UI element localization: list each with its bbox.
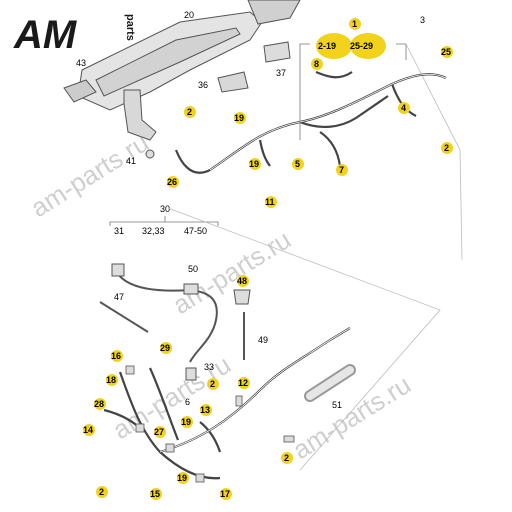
callout-8: 8 [314, 59, 319, 69]
connector-50 [183, 283, 199, 295]
bubble-1 [349, 18, 361, 30]
callout-19a: 19 [234, 113, 244, 123]
lower-wiring-harness-inner [159, 327, 351, 453]
callout-25: 25 [441, 47, 451, 57]
callout-19b: 19 [249, 159, 259, 169]
callout-26: 26 [167, 177, 177, 187]
watermark-2: am-parts.ru [167, 224, 296, 320]
callout-4: 4 [401, 103, 406, 113]
bubble-2-19 [316, 33, 352, 59]
callout-2d: 2 [99, 487, 104, 497]
logo-main: AM [13, 13, 78, 57]
callout-11: 11 [265, 197, 275, 207]
callout-2e: 2 [284, 453, 289, 463]
callout-41: 41 [126, 156, 136, 166]
watermark-3: am-parts.ru [107, 349, 236, 445]
callout-32-33: 32,33 [142, 226, 165, 236]
bolt-41 [145, 149, 155, 159]
callout-16: 16 [111, 351, 121, 361]
callout-7: 7 [339, 165, 344, 175]
bubble-25-29 [350, 33, 386, 59]
watermark-4: am-parts.ru [287, 369, 416, 465]
callout-15: 15 [150, 489, 160, 499]
callout-33: 33 [204, 362, 214, 372]
callout-18: 18 [106, 375, 116, 385]
callout-36: 36 [198, 80, 208, 90]
part-37 [263, 41, 291, 63]
protective-tube-51 [304, 364, 356, 402]
callout-47-50: 47-50 [184, 226, 207, 236]
am-parts-logo: AM parts [13, 13, 136, 57]
callout-2a: 2 [187, 107, 192, 117]
callout-13: 13 [200, 405, 210, 415]
callout-29: 29 [160, 343, 170, 353]
callout-30: 30 [160, 204, 170, 214]
lower-connectors [125, 365, 295, 483]
upper-wiring-harness-inner [209, 73, 447, 171]
callout-50: 50 [188, 264, 198, 274]
connector-31 [111, 263, 125, 277]
callout-2c: 2 [210, 379, 215, 389]
harness-group-label: 1 2-19 25-29 [299, 18, 463, 261]
callout-43: 43 [76, 58, 86, 68]
callout-12: 12 [238, 378, 248, 388]
logo-sub: parts [124, 14, 136, 41]
callout-6: 6 [185, 397, 190, 407]
upper-wiring-harness [174, 70, 447, 174]
callout-47: 47 [114, 292, 124, 302]
callout-20: 20 [184, 10, 194, 20]
callout-2b: 2 [444, 143, 449, 153]
callout-27: 27 [154, 427, 164, 437]
callout-5: 5 [295, 159, 300, 169]
callout-2-19: 2-19 [318, 41, 336, 51]
callout-19d: 19 [177, 473, 187, 483]
callout-31: 31 [114, 226, 124, 236]
callout-28: 28 [94, 399, 104, 409]
middle-cable [99, 273, 245, 363]
group-30-label: 30 31 32,33 47-50 [109, 204, 219, 236]
watermark-1: am-parts.ru [25, 127, 154, 223]
callout-48: 48 [237, 276, 247, 286]
callout-14: 14 [83, 425, 93, 435]
callout-49: 49 [258, 335, 268, 345]
part-33 [185, 367, 197, 381]
callout-51: 51 [332, 400, 342, 410]
callout-17: 17 [220, 489, 230, 499]
underbody-panel [63, 0, 301, 141]
callout-25-29: 25-29 [350, 41, 373, 51]
callout-37: 37 [276, 68, 286, 78]
callout-3: 3 [420, 15, 425, 25]
part-36 [217, 71, 249, 93]
callout-1: 1 [352, 19, 357, 29]
part-48 [233, 289, 251, 305]
callout-19c: 19 [181, 417, 191, 427]
